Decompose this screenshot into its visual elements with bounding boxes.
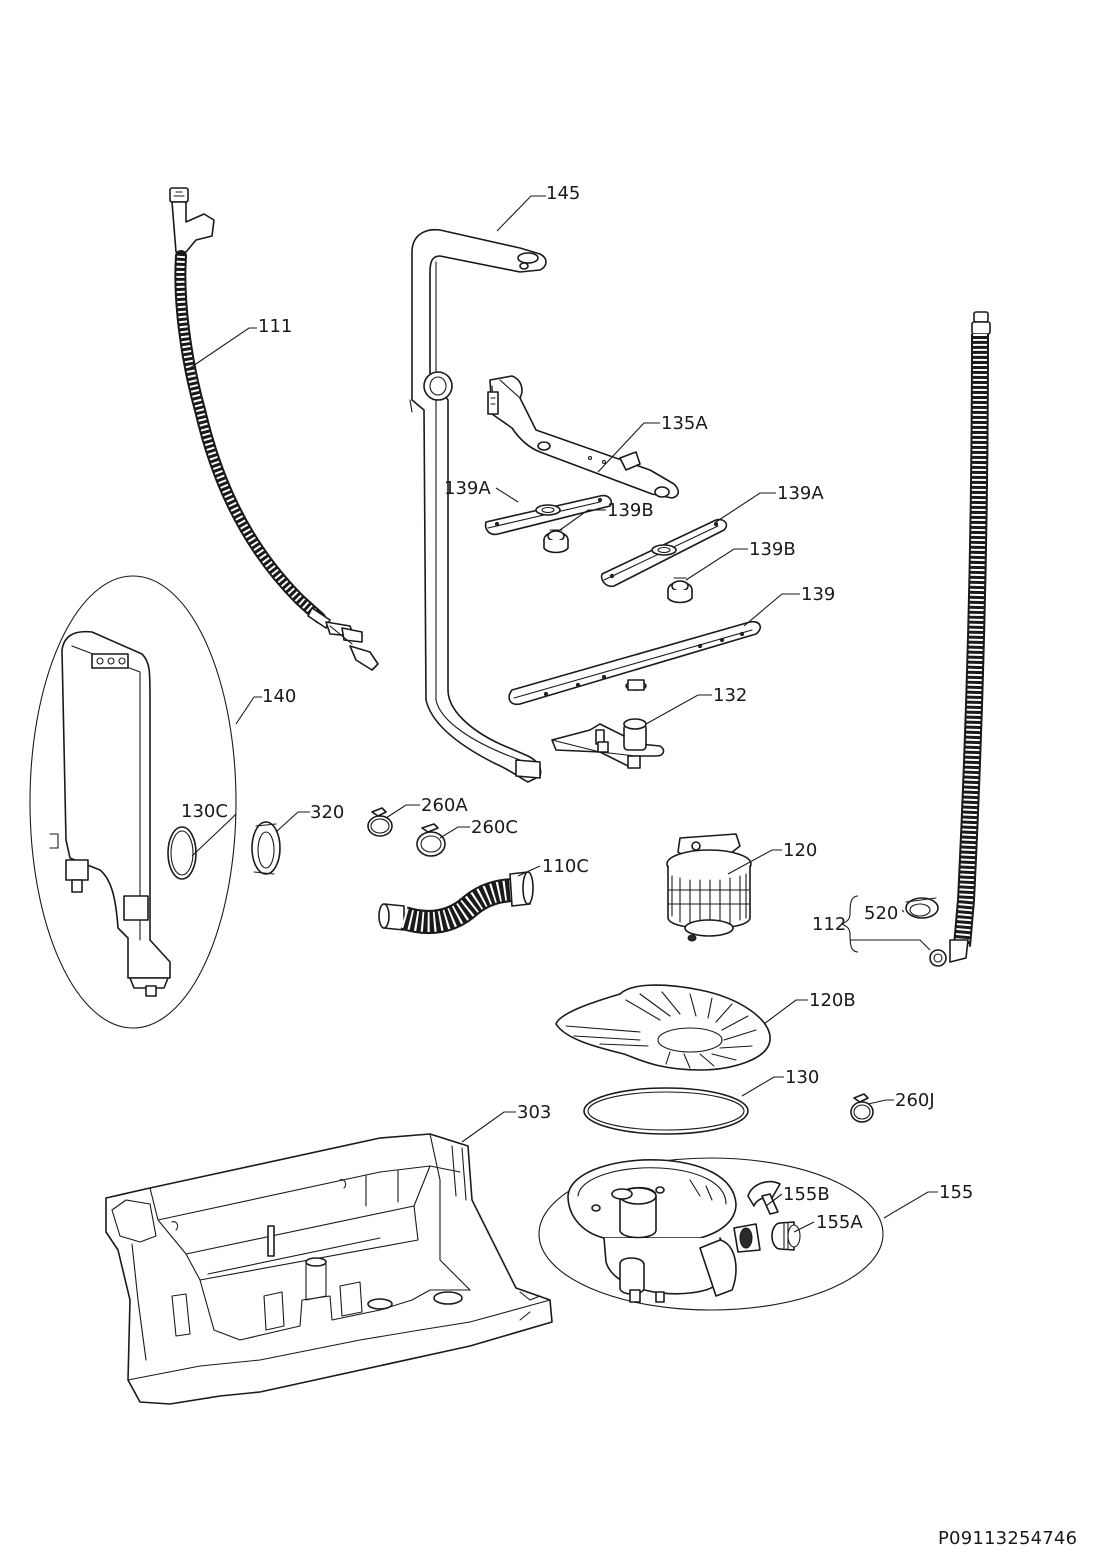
- leader-303: [461, 1111, 516, 1143]
- leader-139: [743, 593, 800, 627]
- callout-120: 120: [783, 840, 817, 861]
- part-320-seal: [251, 821, 281, 875]
- callout-139A-lower: 139A: [777, 483, 824, 504]
- callout-112: 112: [812, 914, 846, 935]
- callout-260A: 260A: [421, 795, 468, 816]
- part-303-base: [105, 1133, 553, 1405]
- part-132-arm-support: [551, 718, 665, 769]
- part-130C-o-ring: [167, 826, 197, 880]
- part-112-drain-hose: [929, 311, 991, 967]
- leader-139B-2: [685, 548, 748, 581]
- callout-139B-lower: 139B: [749, 539, 796, 560]
- leader-520: [901, 909, 905, 913]
- part-140-duct-group: [29, 575, 237, 1029]
- leader-139A-1: [495, 487, 519, 503]
- leader-130: [741, 1076, 784, 1097]
- part-110C-hose: [378, 871, 534, 934]
- part-520-clip: [905, 897, 939, 919]
- callout-155: 155: [939, 1182, 973, 1203]
- part-155A-valve: [771, 1221, 801, 1251]
- leader-lines: [186, 195, 938, 1233]
- callout-260J: 260J: [895, 1090, 935, 1111]
- leader-120: [727, 849, 782, 875]
- part-155B-flap: [747, 1180, 781, 1215]
- part-145-spray-pipe: [409, 228, 547, 783]
- callout-139: 139: [801, 584, 835, 605]
- part-139A-cover-upper: [484, 494, 613, 536]
- part-260C-clamp: [416, 823, 446, 857]
- callout-111: 111: [258, 316, 292, 337]
- callout-130: 130: [785, 1067, 819, 1088]
- callout-130C: 130C: [181, 801, 228, 822]
- leader-111: [186, 327, 257, 371]
- part-139B-nut-upper: [543, 529, 569, 554]
- leader-130C: [191, 813, 237, 857]
- part-120-filter: [666, 833, 752, 942]
- callout-139B-upper: 139B: [607, 500, 654, 521]
- leader-139A-2: [715, 492, 776, 523]
- part-260A-clamp: [367, 807, 393, 837]
- part-111-inlet-hose: [169, 187, 379, 671]
- leader-155: [883, 1191, 938, 1219]
- leader-139B-1: [559, 509, 606, 531]
- callout-132: 132: [713, 685, 747, 706]
- leader-260J: [867, 1099, 894, 1105]
- callout-135A: 135A: [661, 413, 708, 434]
- leader-320: [275, 811, 310, 833]
- document-number: P09113254746: [938, 1528, 1078, 1549]
- callout-140: 140: [262, 686, 296, 707]
- leader-260C: [439, 826, 470, 839]
- leader-112: [850, 939, 931, 951]
- callout-145: 145: [546, 183, 580, 204]
- callout-110C: 110C: [542, 856, 589, 877]
- part-139B-nut-lower: [667, 577, 693, 604]
- part-135A-arm-holder: [487, 375, 680, 499]
- leader-155B: [765, 1193, 783, 1207]
- part-139-lower-spray-arm: [508, 620, 762, 706]
- callout-260C: 260C: [471, 817, 518, 838]
- leader-132: [645, 694, 712, 725]
- callout-labels: 145 111 135A 139A 139B 139A 139B 139 140…: [181, 183, 973, 1233]
- part-130-seal-ring: [583, 1087, 749, 1135]
- leader-140: [235, 696, 262, 725]
- callout-120B: 120B: [809, 990, 856, 1011]
- part-139A-cover-lower: [600, 518, 728, 588]
- part-260J-clamp: [850, 1093, 874, 1123]
- leader-260A: [385, 804, 420, 819]
- leader-110C: [517, 865, 541, 877]
- bracket-112: [840, 895, 859, 953]
- callout-155A: 155A: [816, 1212, 863, 1233]
- leader-145: [496, 195, 546, 232]
- leader-120B: [763, 999, 808, 1025]
- callout-520: 520: [864, 903, 898, 924]
- part-155-sump-group: [538, 1157, 884, 1311]
- callout-320: 320: [310, 802, 344, 823]
- callout-139A-upper: 139A: [444, 478, 491, 499]
- callout-303: 303: [517, 1102, 551, 1123]
- callout-155B: 155B: [783, 1184, 830, 1205]
- leader-155A: [793, 1221, 815, 1233]
- leader-135A: [597, 422, 660, 473]
- part-120B-filter-plate: [555, 984, 771, 1071]
